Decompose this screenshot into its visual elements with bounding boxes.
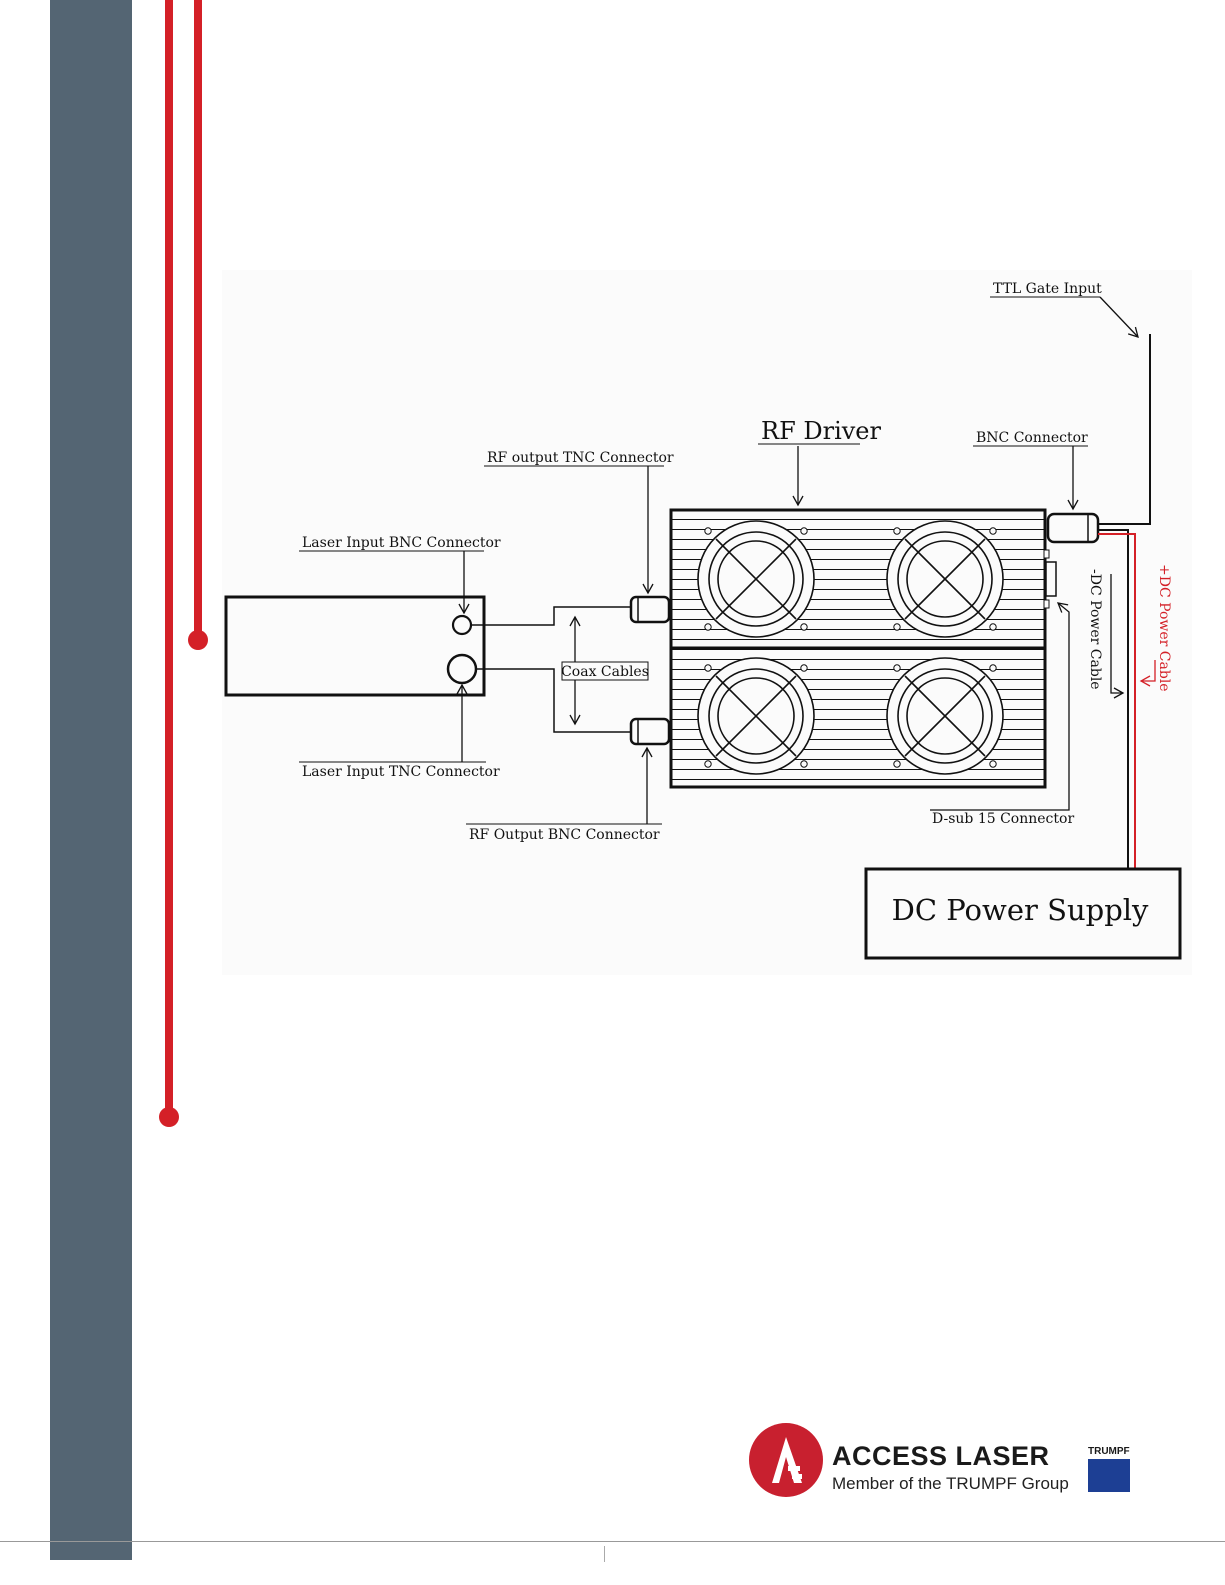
fan-icon — [698, 521, 814, 637]
company-tagline: Member of the TRUMPF Group — [832, 1474, 1069, 1494]
fan-icon — [887, 658, 1003, 774]
access-laser-logo-icon — [748, 1421, 826, 1499]
laser-input-tnc-connector-label: Laser Input TNC Connector — [302, 764, 500, 780]
neg-cable-callout-arrow — [1111, 574, 1123, 693]
trumpf-wordmark: TRUMPF — [1088, 1446, 1130, 1457]
bnc-connector-label: BNC Connector — [976, 430, 1088, 446]
footer-divider — [0, 1541, 1225, 1542]
neg-dc-power-cable-label: -DC Power Cable — [1087, 569, 1103, 690]
pos-dc-power-cable-label: +DC Power Cable — [1156, 564, 1172, 692]
company-name: ACCESS LASER — [832, 1441, 1050, 1472]
rf-output-tnc-connector — [631, 597, 669, 622]
laser-input-bnc-connector-label: Laser Input BNC Connector — [302, 535, 501, 551]
fan-icon — [887, 521, 1003, 637]
ttl-gate-input-label: TTL Gate Input — [993, 281, 1102, 297]
dc-power-supply-label: DC Power Supply — [892, 893, 1149, 927]
rf-output-bnc-connector — [631, 719, 669, 744]
bnc-connector — [1048, 514, 1098, 542]
coax-cable-upper — [471, 607, 632, 625]
ttl-gate-cable — [1098, 334, 1150, 524]
rf-output-tnc-connector-label: RF output TNC Connector — [487, 450, 674, 466]
fan-icon — [698, 658, 814, 774]
laser-unit-box — [226, 597, 484, 695]
footer-separator — [604, 1546, 605, 1562]
ttl-callout-arrow — [1100, 297, 1138, 337]
coax-cables-label: Coax Cables — [561, 664, 649, 680]
red-line-left-dot — [159, 1107, 179, 1127]
dsub-15-connector — [1046, 562, 1056, 596]
wiring-diagram: Coax Cables DC Power Supply TTL Gate Inp… — [0, 0, 1225, 1000]
laser-input-tnc-port — [448, 655, 476, 683]
laser-input-bnc-port — [453, 616, 471, 634]
trumpf-logo-icon — [1088, 1459, 1130, 1492]
pos-cable-callout-arrow — [1141, 660, 1155, 681]
dsub-connector-label: D-sub 15 Connector — [932, 811, 1074, 827]
rf-driver-label: RF Driver — [761, 417, 882, 445]
rf-output-bnc-connector-label: RF Output BNC Connector — [469, 827, 660, 843]
